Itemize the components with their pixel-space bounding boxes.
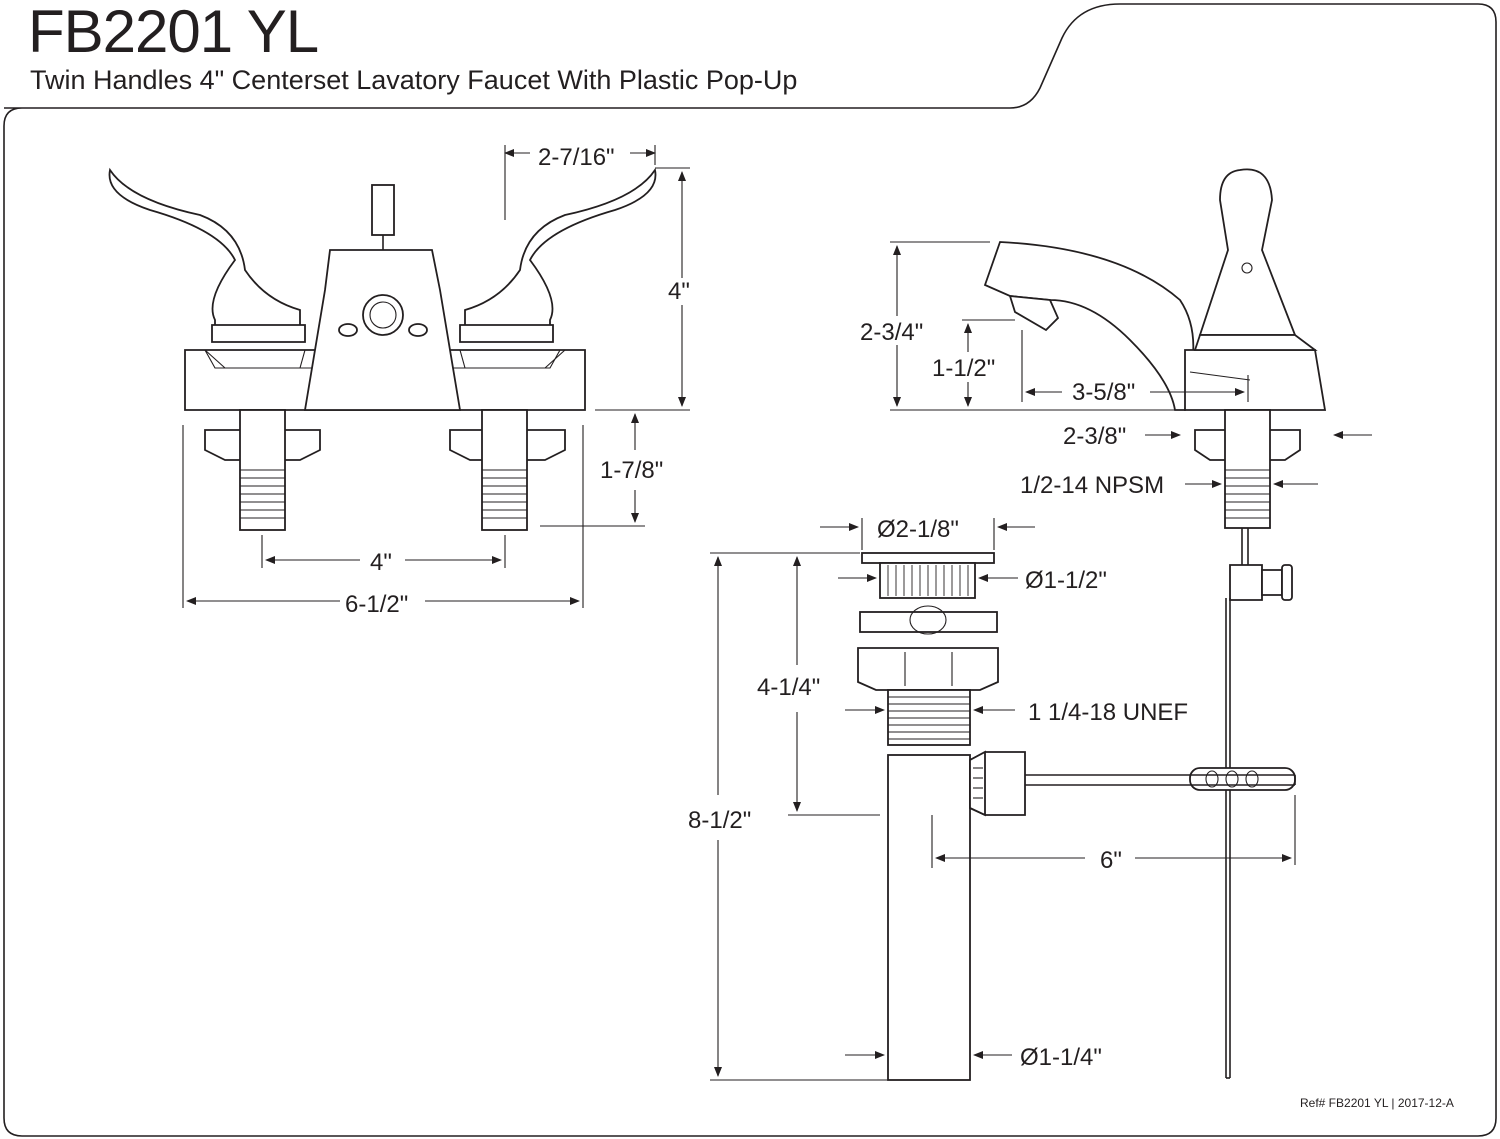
- stopper-grip-lines: [887, 565, 969, 596]
- dim-handle-offset: 2-7/16": [538, 144, 615, 171]
- right-shank-thread: [482, 469, 527, 519]
- dim-side-height: 2-3/4": [860, 319, 923, 346]
- dim-flange-diameter: Ø2-1/8": [877, 516, 959, 543]
- model-title: FB2201 YL: [28, 0, 319, 65]
- dim-spout-clearance: 1-1/2": [932, 355, 995, 382]
- dim-tailpiece-diameter: Ø1-1/4": [1020, 1044, 1102, 1071]
- popup-drain-assembly: [857, 552, 1296, 1081]
- side-shank-thread: [1225, 469, 1270, 519]
- sheet-frame: [3, 3, 1497, 1137]
- dim-drain-body-height: 4-1/4": [757, 674, 820, 701]
- drain-body-thread: [888, 696, 970, 740]
- drain-dimensions: [710, 518, 1296, 1081]
- dim-drain-thread: 1 1/4-18 UNEF: [1028, 699, 1188, 726]
- dim-height-total: 4": [668, 278, 690, 305]
- dim-center-spread: 4": [370, 549, 392, 576]
- dim-base-depth: 2-3/8": [1063, 423, 1126, 450]
- dim-stopper-diameter: Ø1-1/2": [1025, 567, 1107, 594]
- dim-shank-thread: 1/2-14 NPSM: [1020, 472, 1164, 499]
- front-view-faucet: [108, 167, 657, 531]
- dim-shank-length: 1-7/8": [600, 457, 663, 484]
- dim-base-width: 6-1/2": [345, 591, 408, 618]
- dim-pivot-rod-length: 6": [1100, 847, 1122, 874]
- front-view-dimensions: [182, 145, 690, 608]
- dim-spout-reach: 3-5/8": [1072, 379, 1135, 406]
- product-description: Twin Handles 4" Centerset Lavatory Fauce…: [30, 65, 798, 95]
- side-view-faucet: [983, 168, 1327, 1079]
- left-shank-thread: [240, 469, 285, 519]
- side-view-dimensions: [890, 241, 1372, 488]
- dim-drain-total-height: 8-1/2": [688, 807, 751, 834]
- reference-number: Ref# FB2201 YL | 2017-12-A: [1300, 1096, 1454, 1110]
